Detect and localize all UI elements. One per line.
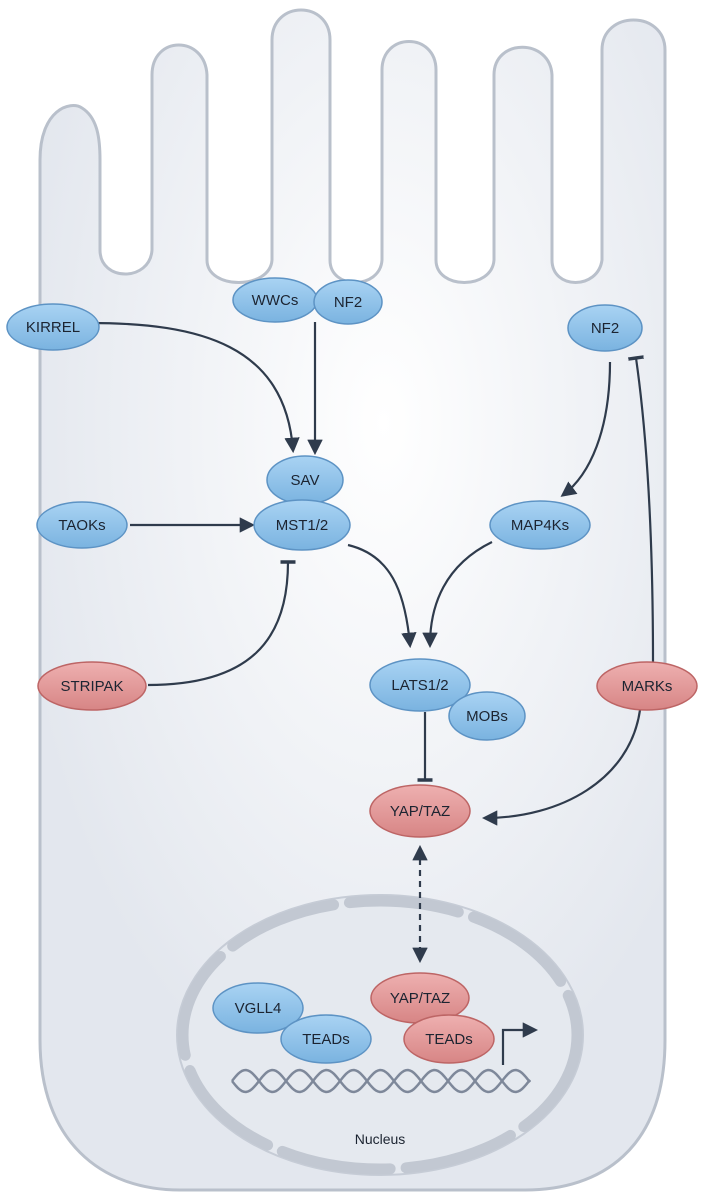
node-stripak-shape [37,661,147,711]
cell-membrane [38,8,667,1192]
node-lats12: LATS1/2 [369,658,471,712]
map4ks-to-lats-arrow [422,541,493,649]
node-lats12-shape [369,658,471,712]
nuclear-envelope [177,895,583,1175]
node-kirrel-label: KIRREL [26,319,80,336]
node-wwcs: WWCs [232,277,318,323]
marks-inhibits-nf2-arrow [636,358,655,664]
dna-strand-a [231,1068,531,1094]
node-stripak-label: STRIPAK [60,678,123,695]
node-yaptaz-label: YAP/TAZ [390,803,450,820]
node-nf2-top-label: NF2 [334,294,362,311]
nf2-to-map4ks-arrow [560,361,612,497]
nucleus-body [176,894,584,1176]
node-nf2-top: NF2 [313,279,383,325]
node-marks-label: MARKs [622,678,673,695]
node-mobs: MOBs [448,691,526,741]
nucleus: Nucleus [176,894,584,1176]
node-yaptaz-nuclear: YAP/TAZ [370,972,470,1024]
nucleus-label: Nucleus [355,1131,406,1147]
node-mst12-label: MST1/2 [276,517,329,534]
mst-to-lats-arrow [347,543,417,649]
node-vgll4: VGLL4 [212,982,304,1034]
node-nf2-right: NF2 [567,304,643,352]
node-kirrel: KIRREL [6,303,100,351]
node-wwcs-label: WWCs [252,292,299,309]
node-map4ks-label: MAP4Ks [511,517,569,534]
node-yaptaz-nuclear-label: YAP/TAZ [390,990,450,1007]
node-mobs-label: MOBs [466,708,508,725]
node-teads-right-shape [403,1014,495,1064]
node-marks: MARKs [596,661,698,711]
node-yaptaz: YAP/TAZ [369,784,471,838]
node-stripak: STRIPAK [37,661,147,711]
dna-helix [231,1068,531,1094]
node-yaptaz-shape [369,784,471,838]
node-vgll4-shape [212,982,304,1034]
node-mobs-shape [448,691,526,741]
node-sav-label: SAV [291,472,320,489]
node-teads-right: TEADs [403,1014,495,1064]
node-teads-left-label: TEADs [302,1031,350,1048]
transcription-start-arrow [501,1022,539,1065]
node-map4ks-shape [489,500,591,550]
node-teads-left: TEADs [280,1014,372,1064]
node-sav: SAV [266,455,344,505]
kirrel-to-sav-arrow [89,321,300,454]
marks-to-yaptaz-arrow [481,709,642,826]
node-nf2-right-label: NF2 [591,320,619,337]
node-taoks-shape [36,501,128,549]
node-map4ks: MAP4Ks [489,500,591,550]
node-kirrel-shape [6,303,100,351]
node-teads-right-label: TEADs [425,1031,473,1048]
node-nf2-top-shape [313,279,383,325]
node-nf2-right-shape [567,304,643,352]
stripak-inhibits-mst-arrow [147,562,288,687]
node-marks-shape [596,661,698,711]
node-teads-left-shape [280,1014,372,1064]
node-taoks-label: TAOKs [58,517,105,534]
node-mst12-shape [253,499,351,551]
dna-strand-b [231,1068,531,1094]
node-taoks: TAOKs [36,501,128,549]
node-lats12-label: LATS1/2 [391,677,448,694]
node-vgll4-label: VGLL4 [235,1000,282,1017]
node-mst12: MST1/2 [253,499,351,551]
